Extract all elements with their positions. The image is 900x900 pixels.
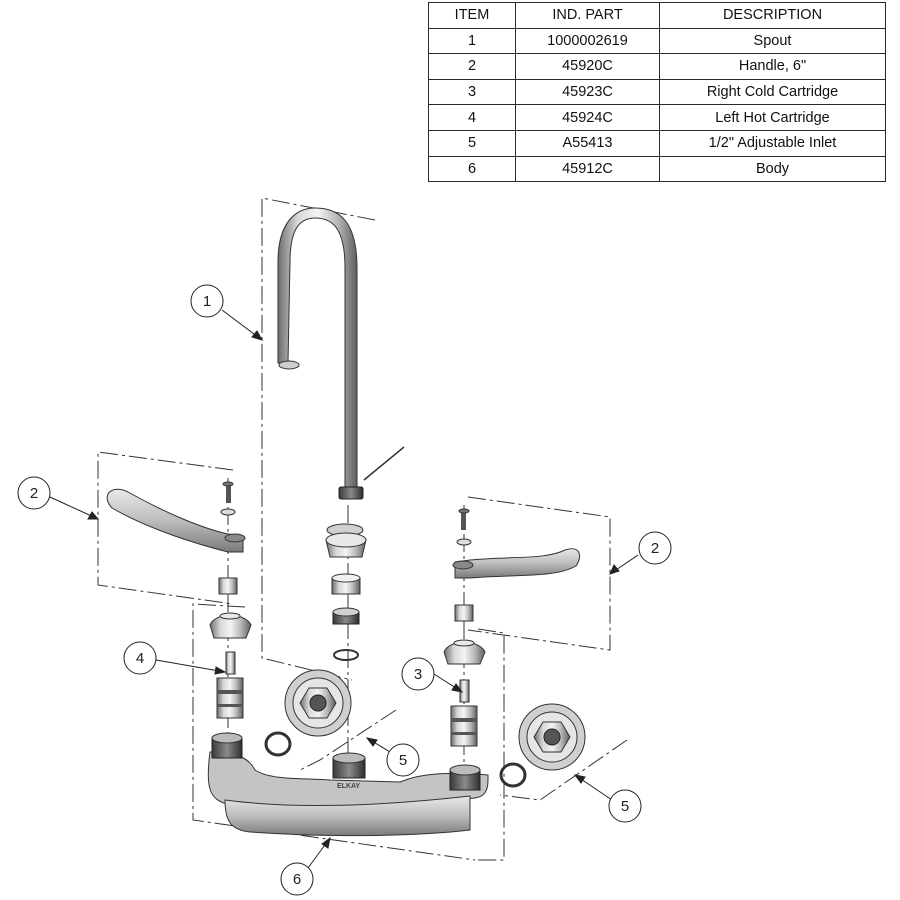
row-description: Body [659, 155, 886, 183]
callout-5-center: 5 [386, 743, 420, 777]
table-row: 5 A55413 1/2" Adjustable Inlet [428, 129, 886, 157]
right-lever [454, 548, 581, 579]
spout-group-outline [261, 197, 376, 681]
left-adapter [218, 577, 238, 595]
left-cartridge-body [216, 677, 244, 719]
callout-1: 1 [190, 284, 224, 318]
spout [277, 207, 405, 500]
table-row: 6 45912C Body [428, 155, 886, 183]
row-item: 2 [428, 53, 516, 80]
leader-4 [155, 659, 226, 673]
right-screw-washer [456, 538, 472, 546]
header-ind-part: IND. PART [515, 2, 660, 29]
left-cartridge-stem [225, 651, 236, 675]
left-screw [226, 485, 231, 503]
row-part: 45923C [515, 78, 660, 106]
row-part: 45920C [515, 53, 660, 80]
left-handle [106, 481, 246, 595]
right-adapter [454, 604, 474, 622]
row-item: 6 [428, 155, 516, 183]
left-valve-group-outline [192, 603, 476, 861]
right-handle-group-outline [467, 496, 611, 651]
spout-tube [277, 207, 358, 496]
table-row: 3 45923C Right Cold Cartridge [428, 78, 886, 106]
spout-base-ring [338, 486, 364, 500]
spout-nut-stack [325, 523, 367, 661]
row-part: 45924C [515, 104, 660, 131]
faucet-body: ELKAY [207, 732, 489, 837]
callout-1-label: 1 [203, 293, 211, 310]
row-description: Handle, 6" [659, 53, 886, 80]
table-row: 2 45920C Handle, 6" [428, 53, 886, 80]
table-row: 1 1000002619 Spout [428, 27, 886, 55]
row-item: 5 [428, 129, 516, 157]
leader-lines [49, 309, 639, 869]
left-lever [106, 488, 244, 553]
callout-2-right-label: 2 [651, 540, 659, 557]
row-part: A55413 [515, 129, 660, 157]
right-handle [452, 508, 581, 622]
row-description: Right Cold Cartridge [659, 78, 886, 106]
parts-table: ITEM IND. PART DESCRIPTION 1 1000002619 … [428, 2, 886, 183]
callout-2-left-label: 2 [30, 485, 38, 502]
callout-2-left: 2 [17, 476, 51, 510]
row-item: 4 [428, 104, 516, 131]
callout-5-center-label: 5 [399, 752, 407, 769]
row-description: Left Hot Cartridge [659, 104, 886, 131]
callout-5-right-label: 5 [621, 798, 629, 815]
callout-3-label: 3 [414, 666, 422, 683]
callout-4: 4 [123, 641, 157, 675]
left-handle-group-outline [97, 451, 234, 605]
spout-tip [278, 360, 300, 370]
right-inlet-washer [499, 762, 527, 788]
callout-3: 3 [401, 657, 435, 691]
callout-4-label: 4 [136, 650, 144, 667]
table-header-row: ITEM IND. PART DESCRIPTION [428, 2, 886, 29]
right-cartridge-assembly [443, 639, 486, 747]
callout-6-label: 6 [293, 871, 301, 888]
header-item: ITEM [428, 2, 516, 29]
body-logo: ELKAY [337, 783, 360, 790]
spout-pin [363, 446, 405, 481]
center-inlet [264, 669, 352, 757]
center-inlet-washer [264, 731, 292, 757]
spout-o-ring [333, 649, 359, 661]
right-inlet [499, 703, 586, 788]
right-screw [461, 512, 466, 530]
table-row: 4 45924C Left Hot Cartridge [428, 104, 886, 131]
left-screw-washer [220, 508, 236, 516]
row-part: 45912C [515, 155, 660, 183]
right-valve-group-outline [475, 628, 505, 861]
callout-6: 6 [280, 862, 314, 896]
center-inlet-outline [299, 709, 397, 771]
right-cartridge-body [450, 705, 478, 747]
callout-5-right: 5 [608, 789, 642, 823]
row-item: 1 [428, 27, 516, 55]
right-inlet-outline [499, 739, 628, 801]
callout-2-right: 2 [638, 531, 672, 565]
row-part: 1000002619 [515, 27, 660, 55]
left-cartridge-assembly [209, 612, 252, 719]
